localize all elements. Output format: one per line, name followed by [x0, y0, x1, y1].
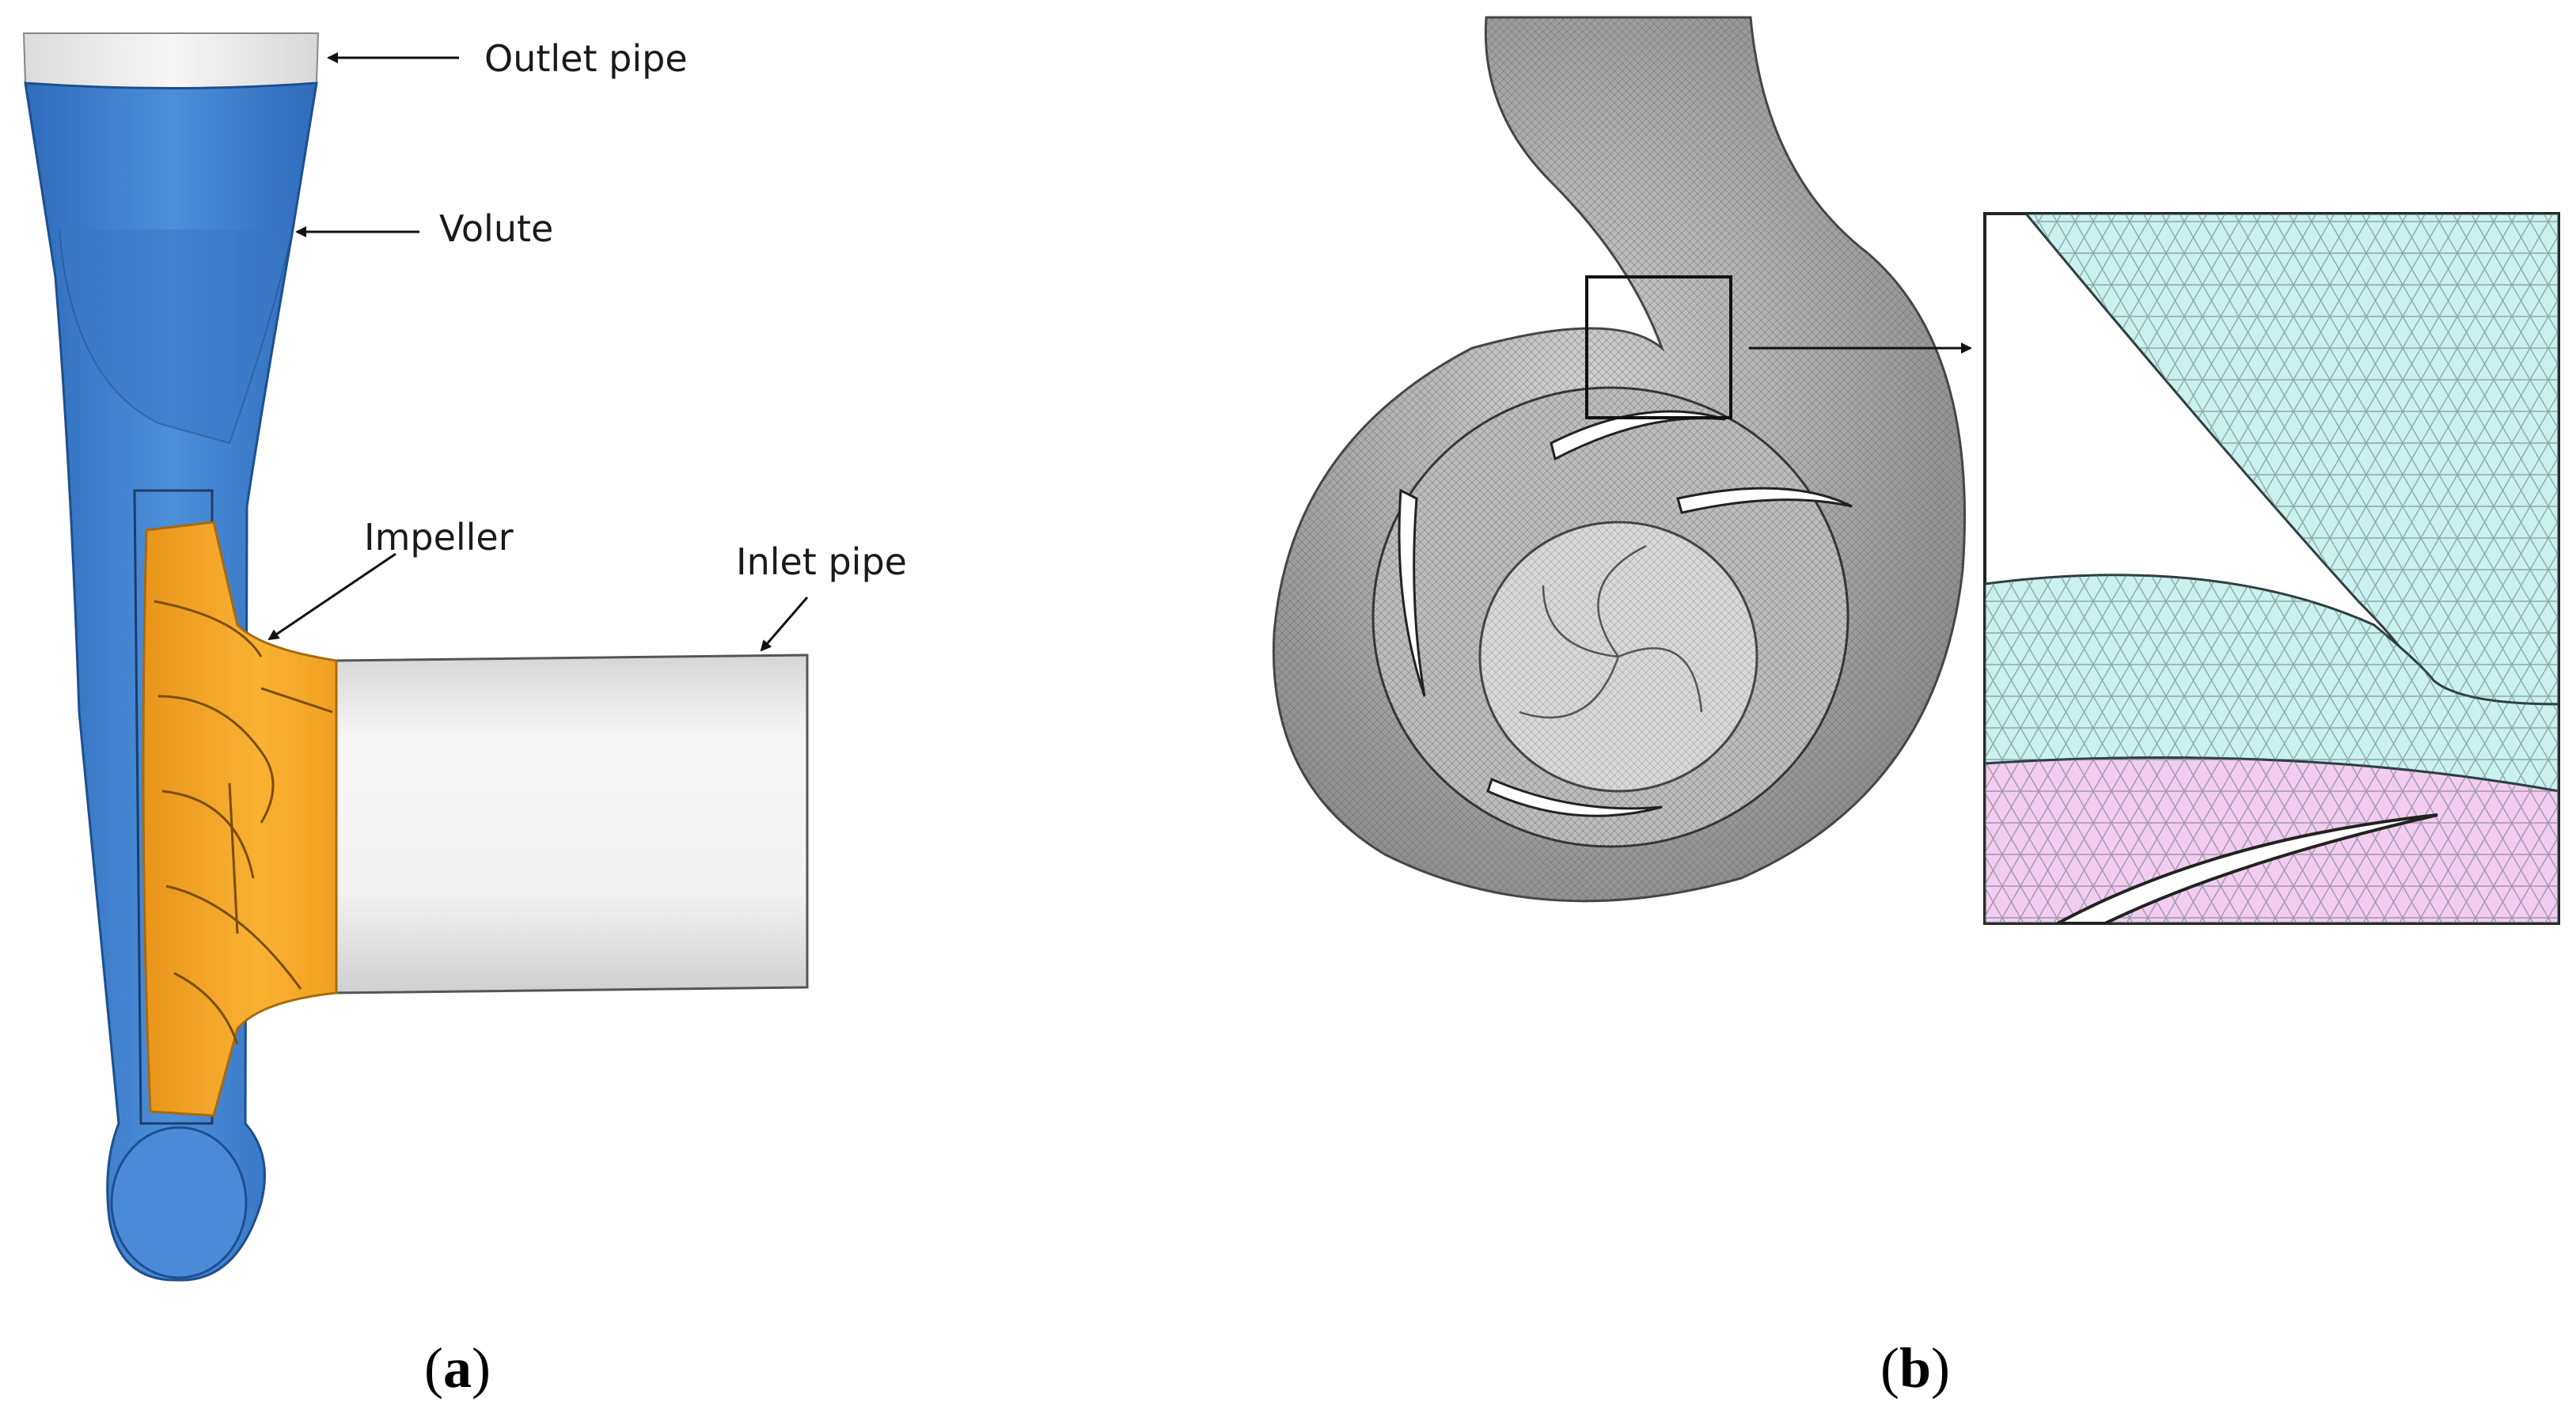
panel-a: Outlet pipe Volute Impeller Inlet pipe (… [22, 32, 907, 1400]
inlet-pipe [331, 654, 809, 995]
volute-bottom-bulb [110, 1126, 248, 1279]
label-impeller: Impeller [267, 516, 514, 641]
volute-inner-contour [59, 229, 294, 445]
panel-b: (b) [1272, 16, 2560, 1400]
blade-slits [1398, 410, 1853, 817]
label-outlet-pipe: Outlet pipe [327, 37, 688, 80]
volute-slot [133, 489, 214, 1125]
zoom-marker-box [1585, 275, 1732, 419]
impeller-blades [154, 600, 333, 1045]
zoom-inset [1983, 212, 2560, 925]
outlet-pipe [22, 32, 320, 89]
hub-lines [1519, 544, 1703, 719]
outlet-pipe-label: Outlet pipe [484, 37, 688, 80]
volute-label: Volute [439, 207, 553, 250]
impeller [142, 521, 338, 1117]
label-volute: Volute [295, 207, 553, 250]
label-inlet-pipe: Inlet pipe [736, 540, 907, 652]
impeller-label: Impeller [364, 516, 514, 559]
inlet-pipe-label: Inlet pipe [736, 540, 907, 583]
caption-b: (b) [1880, 1336, 1950, 1400]
zoom-blade-slit [2057, 813, 2438, 923]
caption-a: (a) [424, 1336, 491, 1400]
